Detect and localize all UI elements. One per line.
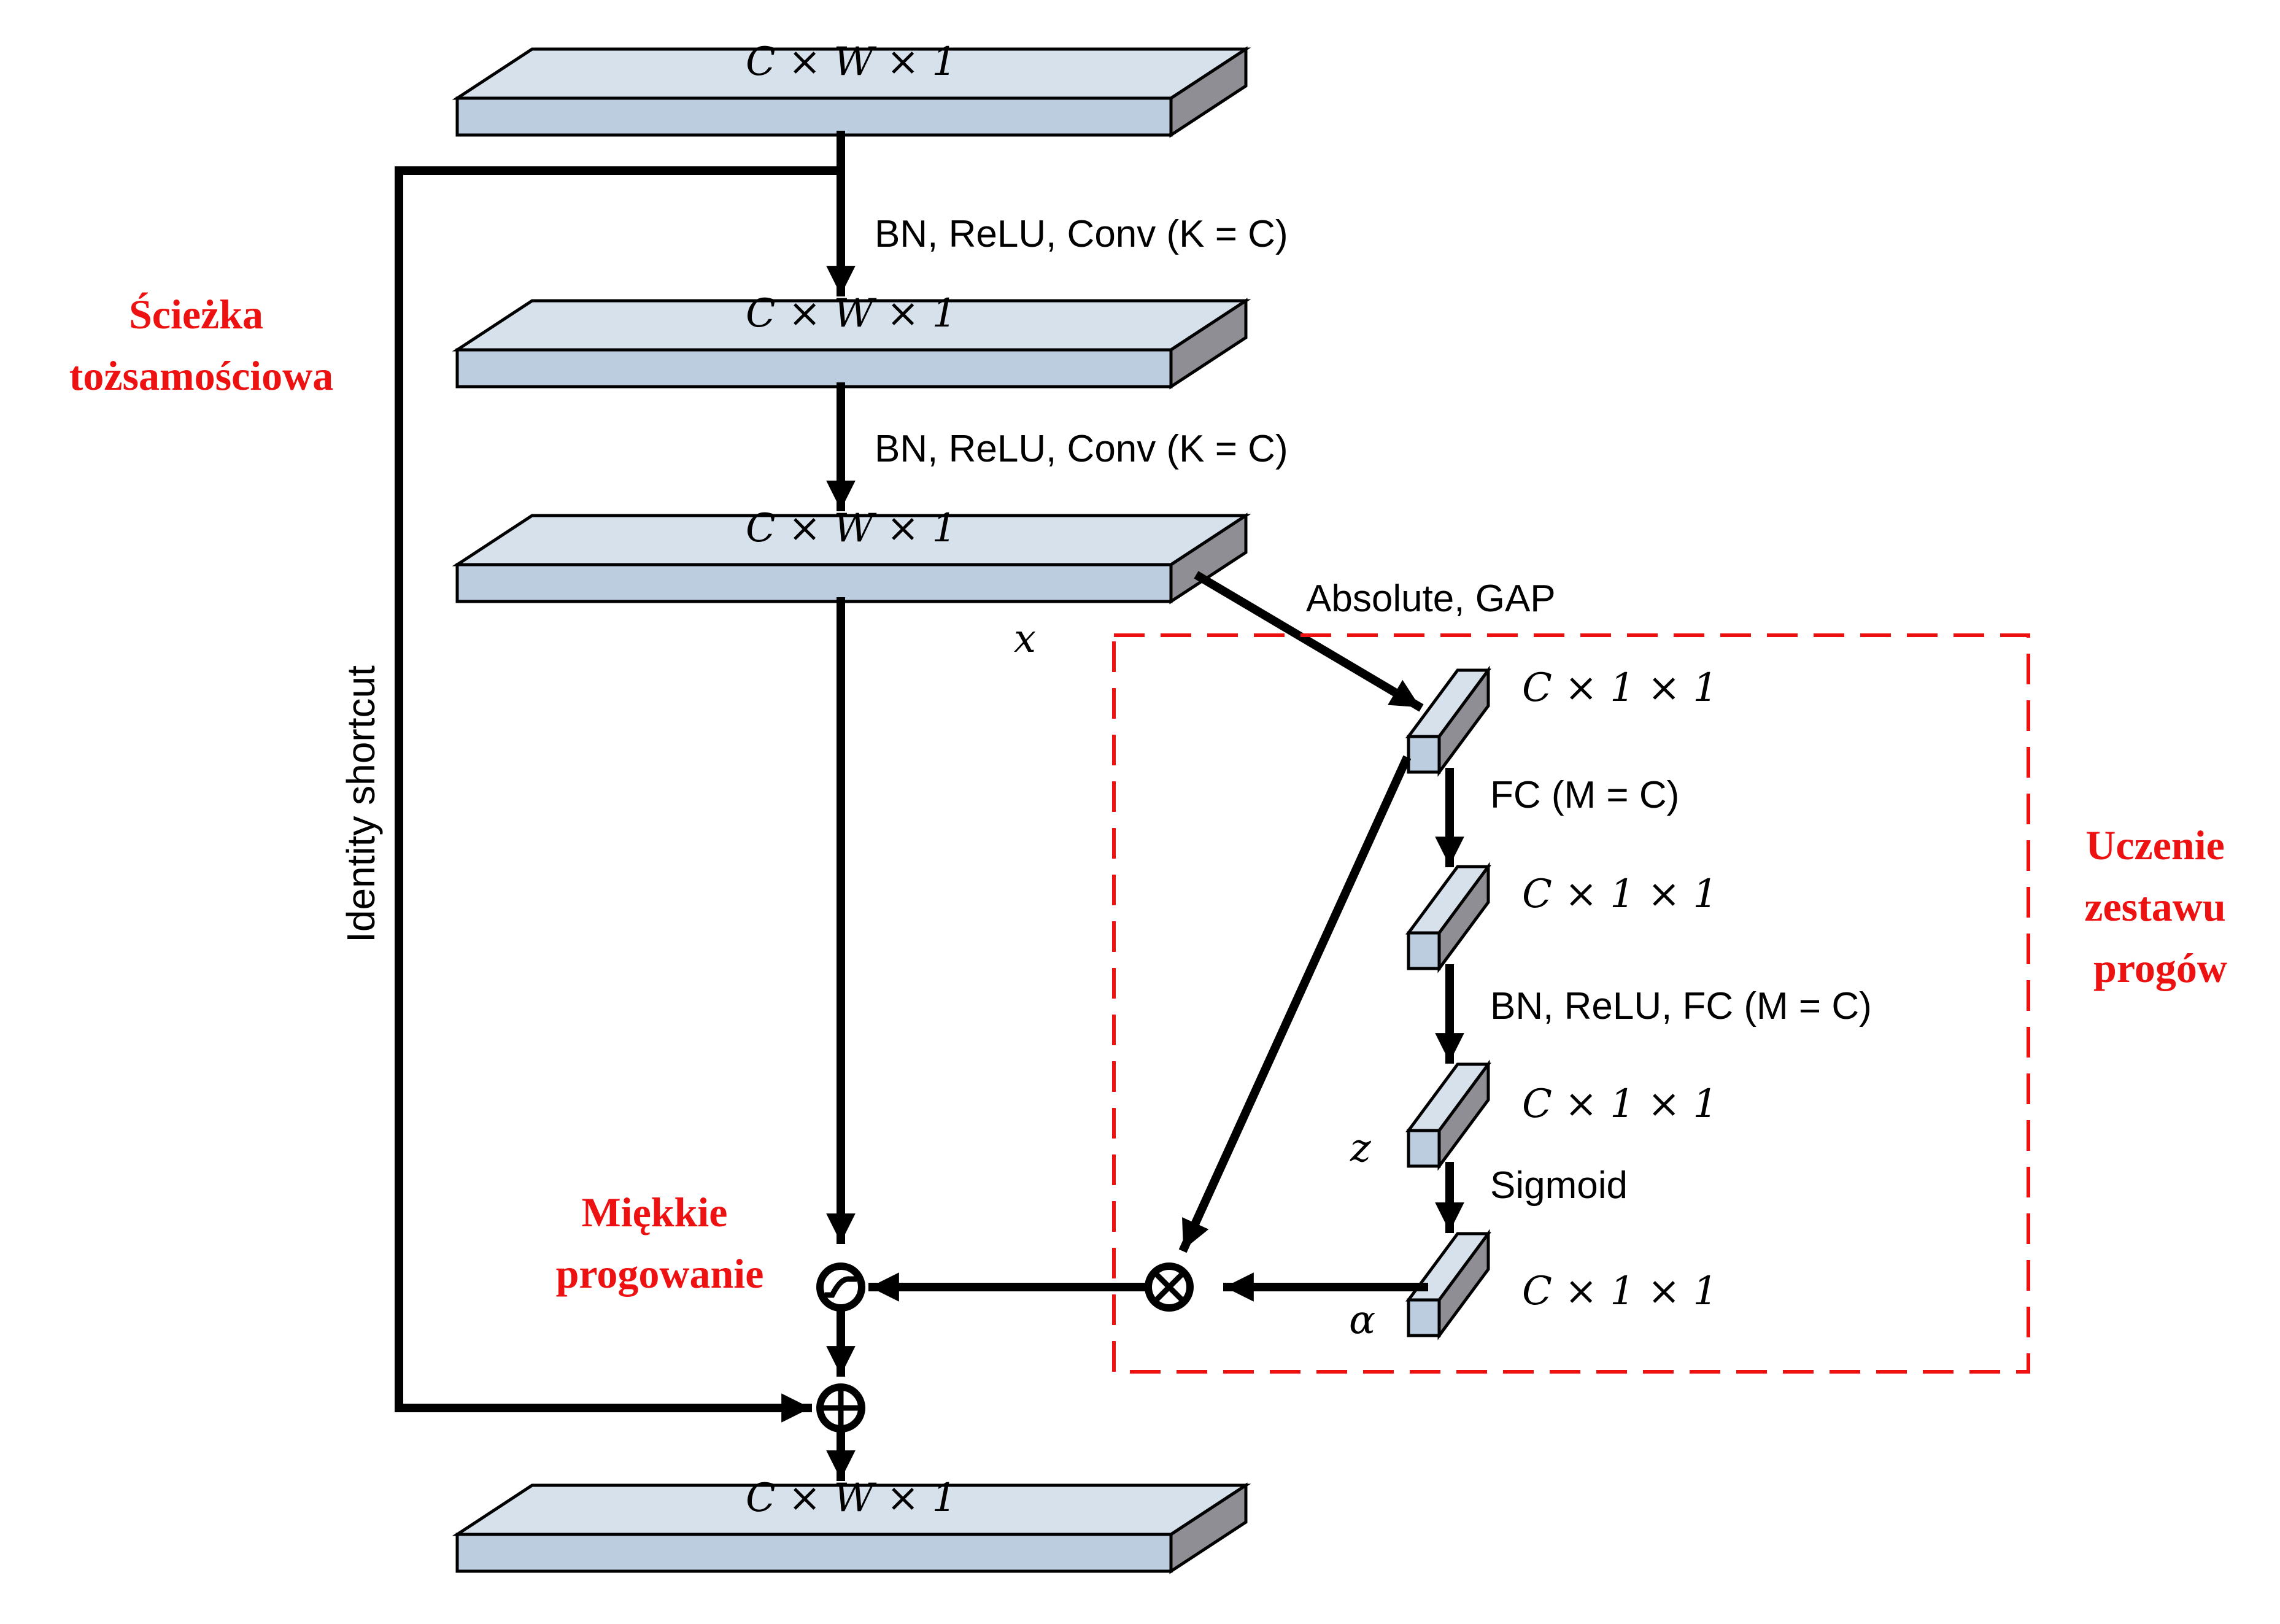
var-alpha: α [1349, 1297, 1375, 1343]
arrow-x-to-multiply [1178, 755, 1412, 1253]
small-block-3 [1405, 1059, 1491, 1171]
small-block-3-dims: C × 1 × 1 [1522, 1081, 1718, 1127]
small-block-4 [1405, 1229, 1491, 1340]
var-x: x [1014, 616, 1036, 662]
identity-shortcut-line [395, 166, 845, 1423]
annotation-threshold-learning: Uczenie zestawu progów [2084, 822, 2236, 991]
feature-map-block-3: C × W × 1 [452, 506, 1251, 605]
annotation-identity-path: Ścieżka tożsamościowa [69, 291, 334, 399]
arrow-abs-gap [1194, 571, 1424, 712]
soft-threshold-node [816, 1262, 865, 1312]
connections [395, 131, 1464, 1481]
label-conv-1: BN, ReLU, Conv (K = C) [875, 213, 1288, 255]
soft-threshold-icon [825, 1276, 857, 1298]
annotation-soft-threshold: Miękkie progowanie [556, 1189, 764, 1297]
label-fc-2: BN, ReLU, FC (M = C) [1490, 985, 1872, 1027]
threshold-learning-region [1112, 633, 2030, 1374]
block-4-dims: C × W × 1 [746, 1475, 957, 1521]
small-block-2-dims: C × 1 × 1 [1522, 872, 1718, 917]
label-sigmoid: Sigmoid [1490, 1164, 1628, 1207]
label-abs-gap: Absolute, GAP [1306, 578, 1556, 620]
feature-map-block-1: C × W × 1 [452, 39, 1251, 138]
multiply-node [1145, 1262, 1194, 1312]
label-conv-2: BN, ReLU, Conv (K = C) [875, 428, 1288, 470]
block-3-dims: C × W × 1 [746, 506, 957, 551]
add-node [816, 1383, 865, 1433]
label-fc-1: FC (M = C) [1490, 774, 1679, 816]
small-block-1 [1405, 665, 1491, 777]
feature-map-block-2: C × W × 1 [452, 291, 1251, 390]
block-1-dims: C × W × 1 [746, 39, 957, 85]
small-block-4-dims: C × 1 × 1 [1522, 1269, 1718, 1314]
identity-shortcut-label: Identity shortcut [339, 665, 383, 943]
small-block-1-dims: C × 1 × 1 [1522, 665, 1718, 711]
var-z: z [1350, 1126, 1372, 1171]
block-2-dims: C × W × 1 [746, 291, 957, 336]
feature-map-block-4: C × W × 1 [452, 1475, 1251, 1574]
small-block-2 [1405, 862, 1491, 973]
